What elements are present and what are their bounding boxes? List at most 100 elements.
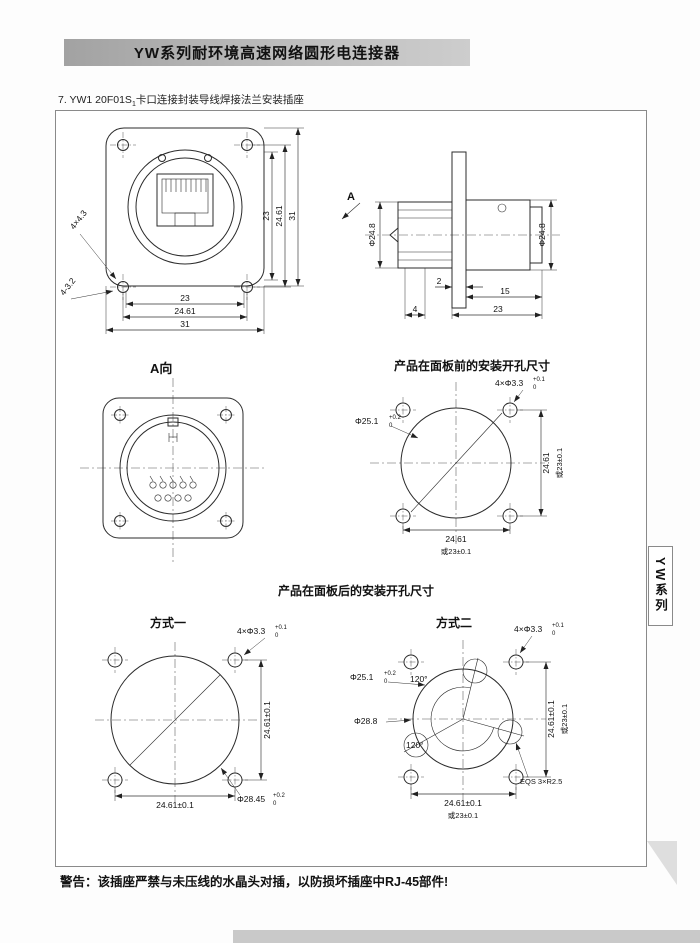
holes-callout: 4×Φ3.3 +0.1 0 [495,377,546,403]
header-bar: YW系列耐环境高速网络圆形电连接器 [64,39,470,66]
dim-label: 31 [287,211,297,221]
dim-label: 23 [180,293,190,303]
tol-upper: +0.1 [275,625,288,631]
tol-lower: 0 [275,633,279,639]
series-side-tab: YW系列 [648,546,673,626]
dia-label: Φ24.8 [537,223,547,247]
method1-title: 方式一 [150,616,187,630]
dim-label: 或23±0.1 [559,704,569,734]
rj45-jack [156,173,214,227]
warning-text: 警告：该插座严禁与未压线的水晶头对插，以防损坏插座中RJ-45部件! [60,875,449,889]
dim-label: 2 [437,276,442,286]
tol-lower: 0 [384,679,388,685]
view-a-drawing [80,378,266,564]
centerlines [95,642,257,802]
dim-label: 24.61 [445,534,467,544]
page-fold-corner [647,841,677,885]
contact-pins [149,475,197,502]
tol-lower: 0 [552,631,556,637]
dim-label: 或23±0.1 [554,448,564,478]
tol-upper: +0.2 [389,415,402,421]
side-view-dia-front: Φ24.8 [367,201,398,269]
dim-label: 24.61±0.1 [156,800,194,810]
dim-label: 15 [500,286,510,296]
hole-callout: 4×4.3 [68,208,89,231]
eqs-label: EQS 3×R2.5 [520,777,562,786]
bottom-dims: 24.61±0.1 或23±0.1 [410,784,517,820]
bottom-dims: 24.61 或23±0.1 [402,524,511,556]
right-dim: 24.61±0.1 [242,659,272,781]
dim-label: 或23±0.1 [448,810,478,820]
holes-label: 4×Φ3.3 [514,624,543,634]
dim-label: 或23±0.1 [441,546,471,556]
tol-upper: +0.1 [552,623,565,629]
hole-centers [102,647,248,793]
dia-label: Φ28.45 [237,794,265,804]
angle-label: 120° [406,740,424,750]
angle-label: 120° [410,674,428,684]
eqs-callout: EQS 3×R2.5 [515,742,562,786]
dia-label: Φ25.1 [355,416,379,426]
dim-label: 31 [180,319,190,329]
hole-centers [111,406,235,530]
panel-back-title: 产品在面板后的安装开孔尺寸 [278,584,435,598]
bottom-dim: 24.61±0.1 [114,787,236,810]
section-suffix: 卡口连接封装导线焊接法兰安装插座 [135,94,304,106]
tol-lower: 0 [533,385,537,391]
dia-label: Φ25.1 [350,672,374,682]
side-view-bottom-dims: 2 15 4 23 [404,268,543,319]
side-view-dia-rear: Φ24.8 [530,199,557,271]
side-view-body [389,151,543,309]
front-view-corner-labels: 4×4.3 4-3.2 [58,208,117,300]
method2-title: 方式二 [436,616,473,630]
keyway-mark [168,433,178,442]
holes-label: 4×Φ3.3 [495,378,524,388]
view-a-arrow-label: A [347,191,355,203]
tol-lower: 0 [273,801,277,807]
front-view-bottom-dims: 23 24.61 31 [105,286,265,334]
hole-centers [398,649,529,790]
dia-label: Φ28.8 [354,716,378,726]
side-view-drawing: A Φ24.8 Φ24.8 [341,151,560,319]
section-title: 7. YW1 20F01S1卡口连接封装导线焊接法兰安装插座 [58,92,304,108]
dia-label: Φ24.8 [367,223,377,247]
front-view-drawing: 23 24.61 31 23 24.61 31 4×4.3 4-3.2 [58,127,304,334]
diameter-line [410,412,503,513]
method1-drawing: 4×Φ3.3 +0.1 0 Φ28.45 +0.2 0 24.61±0.1 24… [95,625,288,810]
panel-front-title: 产品在面板前的安装开孔尺寸 [394,359,551,373]
bayonet-lobes [403,657,525,758]
centerlines [80,378,266,564]
view-a-arrow [341,202,361,220]
method2-drawing: 120° 120° Φ25.1 +0.2 0 Φ28.8 4×Φ3.3 +0.1… [350,623,569,820]
holes-callout: 4×Φ3.3 +0.1 0 [514,623,565,654]
section-prefix: 7. YW1 20F01S [58,94,132,106]
holes-label: 4×Φ3.3 [237,626,266,636]
section-subscript: 1 [131,101,136,109]
dia-outer-callout: Φ28.8 [354,716,412,726]
hole-callout: 4-3.2 [58,276,78,298]
tol-upper: +0.2 [273,793,286,799]
dia-inner-callout: Φ25.1 +0.2 0 [350,671,426,687]
diameter-line [129,674,221,766]
tol-upper: +0.2 [384,671,397,677]
right-dims: 24.61 或23±0.1 [517,409,564,517]
holes-callout: 4×Φ3.3 +0.1 0 [237,625,288,656]
dim-label: 23 [261,211,271,221]
tol-upper: +0.1 [533,377,546,383]
dim-label: 24.61 [174,306,196,316]
view-a-title: A向 [150,361,173,376]
centerlines [388,640,546,800]
hole-centers [390,397,523,529]
footer-bar [233,930,700,943]
dim-label: 24.61 [541,452,551,474]
page-title: YW系列耐环境高速网络圆形电连接器 [133,45,401,62]
dia-callout: Φ25.1 +0.2 0 [355,415,419,439]
front-view-hole-centers [110,132,260,300]
panel-front-drawing: Φ25.1 +0.2 0 4×Φ3.3 +0.1 0 24.61 或23±0.1… [355,377,564,556]
centerlines [370,382,545,546]
front-view-right-dims: 23 24.61 31 [253,127,304,288]
dim-label: 4 [413,304,418,314]
dim-label: 24.61 [274,205,284,227]
dim-label: 24.61±0.1 [546,700,556,738]
